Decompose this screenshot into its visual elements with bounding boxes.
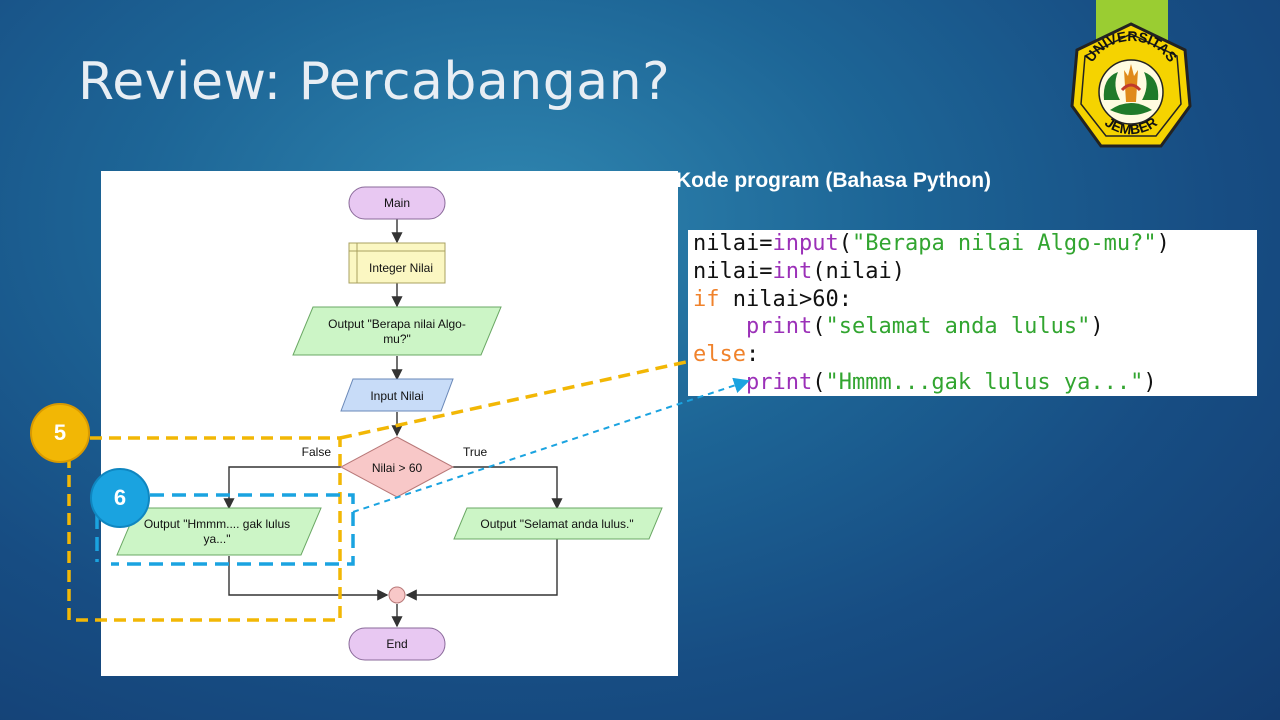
- step-badge-6: 6: [90, 468, 150, 528]
- output-true-label: Output "Selamat anda lulus.": [480, 517, 633, 531]
- code-line-2: nilai=int(nilai): [693, 258, 905, 284]
- code-line-3: if nilai>60:: [693, 286, 852, 312]
- flow-output-false: Output "Hmmm.... gak lulus ya...": [116, 507, 322, 556]
- slide-title: Review: Percabangan?: [78, 52, 671, 112]
- svg-text:JEMBER: JEMBER: [1102, 114, 1160, 138]
- flow-decision: Nilai > 60: [339, 436, 455, 498]
- flow-input-box: Input Nilai: [340, 378, 454, 412]
- flow-main-terminal: Main: [348, 186, 446, 220]
- flowchart: Main Integer Nilai Output "Berapa nilai …: [116, 186, 663, 661]
- end-label: End: [386, 637, 407, 651]
- output-false-line1: Output "Hmmm.... gak lulus: [144, 517, 290, 531]
- flow-declare-box: Integer Nilai: [348, 242, 446, 284]
- output-prompt-line2: mu?": [383, 332, 411, 346]
- university-logo: UNIVERSITAS JEMBER: [1070, 22, 1192, 148]
- code-line-5: else:: [693, 342, 760, 368]
- flow-end-terminal: End: [348, 627, 446, 661]
- decision-label: Nilai > 60: [372, 461, 423, 475]
- step-badge-5: 5: [30, 403, 90, 463]
- flow-merge-point: [388, 586, 406, 604]
- output-prompt-line1: Output "Berapa nilai Algo-: [328, 317, 466, 331]
- code-line-1: nilai=input("Berapa nilai Algo-mu?"): [693, 231, 1170, 256]
- declare-label: Integer Nilai: [369, 261, 433, 275]
- code-line-6: print("Hmmm...gak lulus ya..."): [745, 369, 1157, 395]
- main-label: Main: [384, 196, 410, 210]
- code-heading: Kode program (Bahasa Python): [676, 169, 992, 192]
- code-panel: nilai=input("Berapa nilai Algo-mu?") nil…: [688, 230, 1257, 396]
- output-false-line2: ya...": [204, 532, 231, 546]
- flow-output-true: Output "Selamat anda lulus.": [453, 507, 663, 540]
- input-label: Input Nilai: [370, 389, 423, 403]
- code-line-4: print("selamat anda lulus"): [745, 314, 1104, 340]
- flow-output-prompt: Output "Berapa nilai Algo- mu?": [292, 306, 502, 356]
- logo-text-bottom: JEMBER: [1102, 114, 1160, 138]
- true-label: True: [463, 445, 488, 459]
- flowchart-panel: Main Integer Nilai Output "Berapa nilai …: [101, 171, 678, 676]
- false-label: False: [302, 445, 332, 459]
